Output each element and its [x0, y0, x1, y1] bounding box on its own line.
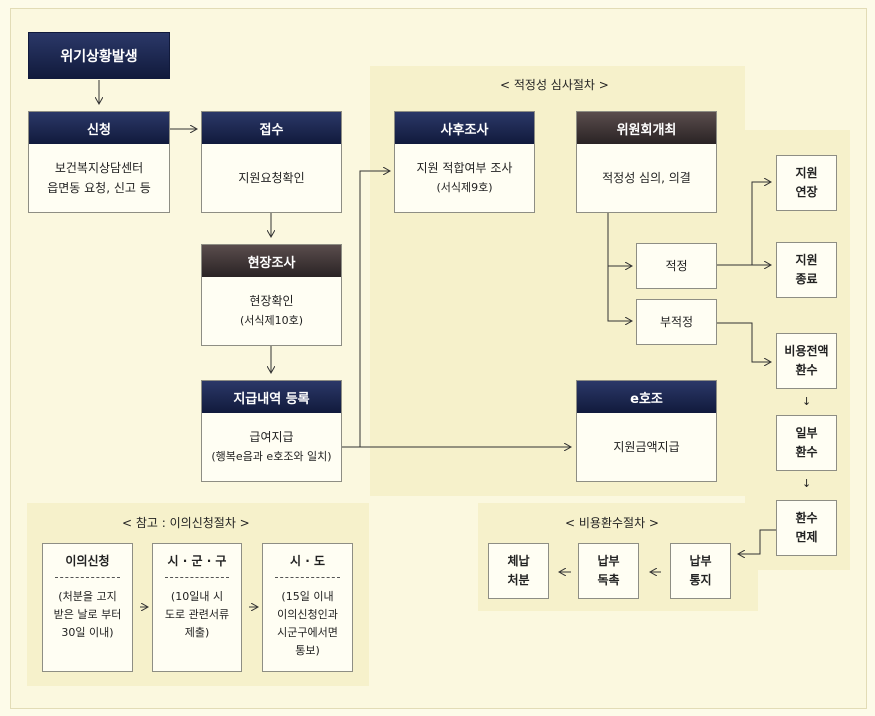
apply-line1: 보건복지상담센터 — [54, 161, 144, 175]
inappropriate-label: 부적정 — [659, 314, 694, 329]
committee-box: 위원회개최 적정성 심의, 의결 — [576, 111, 717, 213]
objection-step1-line3: 30일 이내) — [61, 626, 114, 639]
objection-step1-line1: (처분을 고지 — [58, 590, 117, 603]
objection-step3-title: 시 · 도 — [290, 554, 325, 568]
register-line1: 급여지급 — [249, 430, 294, 444]
arrow-down-recovery-1: ↓ — [802, 395, 812, 408]
objection-step3-line2: 이의신청인과 — [277, 608, 338, 621]
register-line2: (행복e음과 e호조와 일치) — [211, 450, 332, 463]
objection-step3-line1: (15일 이내 — [281, 590, 334, 603]
committee-header: 위원회개최 — [577, 112, 716, 144]
arrow-to-extend — [751, 182, 771, 265]
receipt-line1: 지원요청확인 — [238, 171, 305, 185]
support-extend-line1: 지원 — [795, 166, 818, 180]
ehojo-box: e호조 지원금액지급 — [576, 380, 717, 482]
followup-box: 사후조사 지원 적합여부 조사 (서식제9호) — [394, 111, 535, 213]
register-box: 지급내역 등록 급여지급 (행복e음과 e호조와 일치) — [201, 380, 342, 482]
payment-urge-line1: 납부 — [597, 554, 620, 568]
objection-step2-divider — [165, 577, 229, 578]
payment-notice-line1: 납부 — [689, 554, 712, 568]
field-line1: 현장확인 — [249, 294, 294, 308]
recovery-full-line2: 환수 — [795, 363, 818, 377]
objection-title: < 참고 : 이의신청절차 > — [122, 516, 250, 530]
payment-urge-line2: 독촉 — [597, 573, 620, 587]
recovery-part-line1: 일부 — [795, 426, 818, 440]
apply-header: 신청 — [29, 112, 169, 144]
recovery-exempt-box: 환수 면제 — [776, 500, 837, 556]
recovery-part-line2: 환수 — [795, 445, 818, 459]
objection-step2-line1: (10일내 시 — [170, 590, 224, 603]
objection-step1-box: 이의신청 (처분을 고지 받은 날로 부터 30일 이내) — [42, 543, 133, 672]
objection-step1-line2: 받은 날로 부터 — [53, 608, 122, 621]
arrow-down-recovery-2: ↓ — [802, 477, 812, 490]
followup-header: 사후조사 — [395, 112, 534, 144]
screening-title: < 적정성 심사절차 > — [500, 78, 609, 92]
objection-step2-title: 시 · 군 · 구 — [167, 554, 227, 568]
payment-urge-box: 납부 독촉 — [578, 543, 639, 599]
support-end-line1: 지원 — [795, 253, 818, 267]
arrow-inappropriate-recovery — [717, 322, 771, 362]
receipt-header: 접수 — [202, 112, 341, 144]
crisis-label: 위기상황발생 — [60, 48, 138, 65]
recovery-full-line1: 비용전액 — [784, 344, 829, 358]
recovery-title: < 비용환수절차 > — [565, 516, 659, 530]
arrow-committee-appropriate — [607, 213, 632, 266]
support-end-line2: 종료 — [795, 272, 818, 286]
objection-step3-line4: 통보) — [295, 644, 320, 657]
payment-notice-line2: 통지 — [689, 573, 712, 587]
field-line2: (서식제10호) — [239, 314, 304, 327]
inappropriate-box: 부적정 — [636, 299, 717, 345]
arrears-line2: 처분 — [507, 573, 530, 587]
objection-step3-box: 시 · 도 (15일 이내 이의신청인과 시군구에서면 통보) — [262, 543, 353, 672]
register-header: 지급내역 등록 — [202, 381, 341, 413]
arrears-box: 체납 처분 — [488, 543, 549, 599]
field-box: 현장조사 현장확인 (서식제10호) — [201, 244, 342, 346]
arrow-exempt-notice — [738, 529, 776, 554]
support-extend-box: 지원 연장 — [776, 155, 837, 211]
apply-box: 신청 보건복지상담센터 읍면동 요청, 신고 등 — [28, 111, 170, 213]
followup-line2: (서식제9호) — [436, 181, 493, 194]
crisis-box: 위기상황발생 — [28, 32, 170, 79]
arrow-register-followup — [342, 171, 390, 448]
objection-step2-box: 시 · 군 · 구 (10일내 시 도로 관련서류 제출) — [152, 543, 242, 672]
appropriate-label: 적정 — [665, 258, 688, 273]
apply-line2: 읍면동 요청, 신고 등 — [47, 181, 151, 195]
arrow-committee-inappropriate — [607, 266, 632, 321]
followup-line1: 지원 적합여부 조사 — [416, 161, 513, 175]
recovery-exempt-line1: 환수 — [795, 511, 818, 525]
objection-step3-divider — [275, 577, 340, 578]
objection-step2-line2: 도로 관련서류 — [164, 608, 230, 621]
objection-step1-title: 이의신청 — [65, 554, 110, 568]
arrears-line1: 체납 — [507, 554, 530, 568]
appropriate-box: 적정 — [636, 243, 717, 289]
recovery-full-box: 비용전액 환수 — [776, 333, 837, 389]
objection-step2-line3: 제출) — [184, 626, 210, 639]
ehojo-header: e호조 — [577, 381, 716, 413]
committee-line1: 적정성 심의, 의결 — [602, 171, 691, 185]
recovery-part-box: 일부 환수 — [776, 415, 837, 471]
field-header: 현장조사 — [202, 245, 341, 277]
support-extend-line2: 연장 — [795, 185, 818, 199]
objection-step3-line3: 시군구에서면 — [277, 626, 338, 639]
receipt-box: 접수 지원요청확인 — [201, 111, 342, 213]
ehojo-line1: 지원금액지급 — [613, 440, 680, 454]
support-end-box: 지원 종료 — [776, 242, 837, 298]
recovery-exempt-line2: 면제 — [795, 530, 818, 544]
objection-step1-divider — [55, 577, 120, 578]
payment-notice-box: 납부 통지 — [670, 543, 731, 599]
